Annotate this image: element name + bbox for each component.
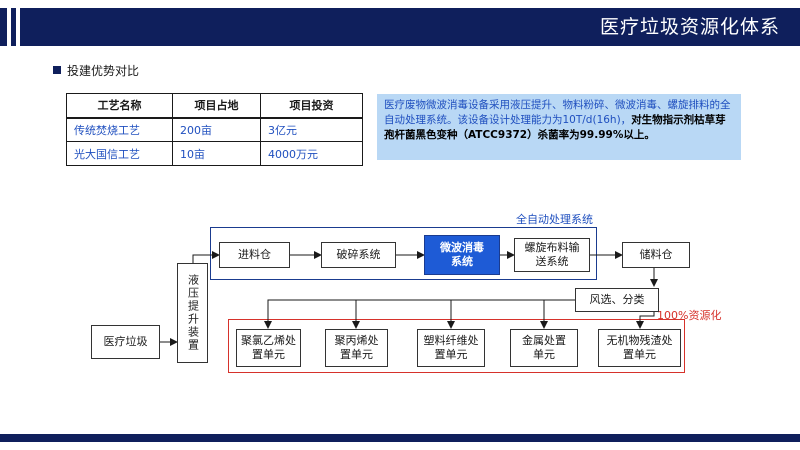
node-disposal-unit: 聚丙烯处置单元 — [325, 329, 388, 367]
node-disposal-unit: 塑料纤维处置单元 — [417, 329, 485, 367]
column-header: 工艺名称 — [66, 93, 173, 119]
section-title: 投建优势对比 — [67, 63, 140, 78]
node-crusher: 破碎系统 — [321, 242, 396, 268]
resource-label: 100%资源化 — [657, 309, 722, 322]
description-text: 医疗废物微波消毒设备采用液压提升、物料粉碎、微波消毒、螺旋排料的全自动处理系统。… — [384, 99, 731, 126]
node-air-sorting: 风选、分类 — [575, 288, 659, 312]
node-disposal-unit: 金属处置单元 — [510, 329, 578, 367]
node-disposal-unit: 聚氯乙烯处置单元 — [236, 329, 301, 367]
bullet-square-icon — [53, 66, 61, 74]
table-row: 传统焚烧工艺 200亩 3亿元 — [66, 117, 363, 142]
table-cell: 3亿元 — [260, 117, 363, 142]
node-hydraulic-lift-label: 液压提升装置 — [186, 274, 200, 352]
header-stripe — [7, 8, 11, 46]
table-cell: 10亩 — [172, 141, 261, 166]
table-row: 光大国信工艺 10亩 4000万元 — [66, 141, 363, 166]
table-cell: 传统焚烧工艺 — [66, 117, 173, 142]
column-header: 项目占地 — [172, 93, 261, 119]
table-cell: 4000万元 — [260, 141, 363, 166]
section-heading: 投建优势对比 — [53, 62, 139, 78]
node-storage-bin: 储料仓 — [622, 242, 690, 268]
comparison-table: 工艺名称 项目占地 项目投资 传统焚烧工艺 200亩 3亿元 光大国信工艺 10… — [66, 93, 363, 166]
node-medical-waste: 医疗垃圾 — [91, 325, 160, 359]
node-hydraulic-lift: 液压提升装置 — [177, 263, 208, 363]
description-bold-text: 对生物指示剂枯草芽孢杆菌黑色变种（ATCC9372）杀菌率为99.99%以上。 — [384, 114, 726, 141]
footer-bar — [0, 434, 800, 442]
header-bar: 医疗垃圾资源化体系 — [0, 8, 800, 46]
node-feed-bin: 进料仓 — [219, 242, 290, 268]
column-header: 项目投资 — [260, 93, 363, 119]
header-stripe — [16, 8, 20, 46]
node-spiral-conveyor: 螺旋布料输送系统 — [514, 238, 590, 272]
node-microwave-disinfection: 微波消毒系统 — [424, 235, 500, 275]
auto-system-frame — [210, 227, 597, 280]
table-header-row: 工艺名称 项目占地 项目投资 — [66, 93, 363, 119]
table-cell: 200亩 — [172, 117, 261, 142]
table-cell: 光大国信工艺 — [66, 141, 173, 166]
page-title: 医疗垃圾资源化体系 — [599, 16, 780, 38]
auto-system-label: 全自动处理系统 — [516, 213, 593, 226]
description-box: 医疗废物微波消毒设备采用液压提升、物料粉碎、微波消毒、螺旋排料的全自动处理系统。… — [377, 94, 741, 160]
node-disposal-unit: 无机物残渣处置单元 — [598, 329, 681, 367]
